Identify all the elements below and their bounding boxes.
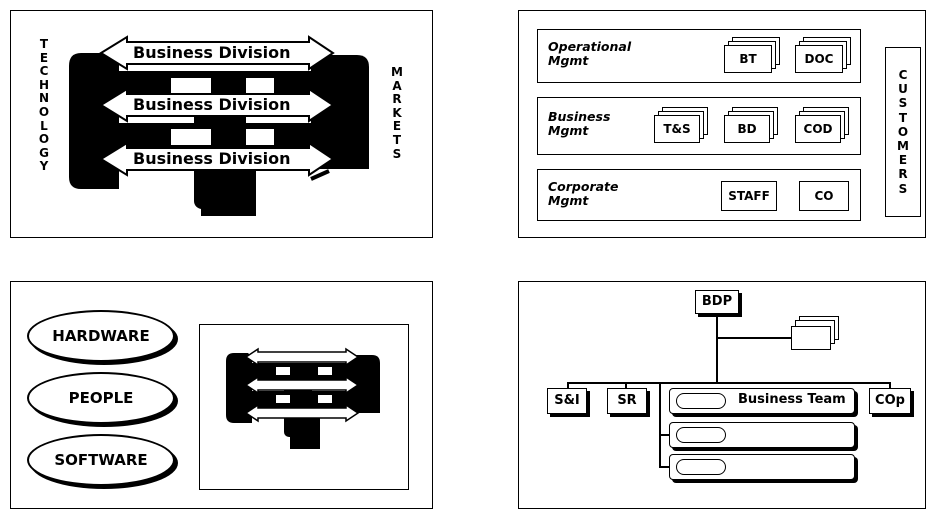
connector: [659, 382, 661, 468]
window: [171, 129, 211, 145]
software-oval: SOFTWARE: [27, 434, 175, 486]
division-label-2: Business Division: [133, 95, 291, 114]
mini-arrow-1: [246, 349, 358, 365]
team-capsule: [676, 427, 726, 443]
mini-band: [250, 363, 356, 381]
hardware-oval: HARDWARE: [27, 310, 175, 362]
business-team-label: Business Team: [738, 392, 846, 407]
mini-division-frame: [199, 324, 409, 490]
window: [171, 78, 211, 94]
team-bar: [669, 454, 855, 480]
team-capsule: [676, 393, 726, 409]
panel-business-divisions: TECHNOLOGY MARKETS Business Division Bus…: [10, 10, 433, 238]
customers-label: CUSTOMERS: [896, 68, 910, 196]
connector: [567, 382, 889, 384]
mini-arrow-2: [246, 377, 358, 393]
mini-window: [318, 367, 332, 375]
mini-window: [276, 395, 290, 403]
staff-box: STAFF: [721, 181, 777, 211]
si-box: S&I: [547, 388, 587, 414]
bdp-box: BDP: [695, 290, 739, 314]
mini-bottom-block: [290, 417, 320, 449]
division-label-3: Business Division: [133, 149, 291, 168]
mini-band: [250, 391, 356, 409]
window: [246, 78, 274, 94]
division-label-1: Business Division: [133, 43, 291, 62]
window: [246, 129, 274, 145]
mini-window: [318, 395, 332, 403]
project-box: [791, 326, 831, 350]
connector: [716, 337, 792, 339]
operational-mgmt-label: Operational Mgmt: [548, 40, 631, 68]
panel-management-levels: Operational Mgmt Business Mgmt Corporate…: [518, 10, 926, 238]
connector: [659, 466, 669, 468]
corporate-mgmt-label: Corporate Mgmt: [548, 180, 619, 208]
mini-window: [276, 367, 290, 375]
connector: [659, 434, 669, 436]
mini-arrow-3: [246, 405, 358, 421]
panel-resources: HARDWARE PEOPLE SOFTWARE: [10, 281, 433, 509]
panel-org-structure: BDP S&I SR Business Team COp: [518, 281, 926, 509]
sr-box: SR: [607, 388, 647, 414]
bt-box: BT: [724, 45, 772, 73]
cod-box: COD: [795, 115, 841, 143]
business-team-bar: Business Team: [669, 388, 855, 414]
mini-division-diagram: [200, 325, 408, 489]
ts-box: T&S: [654, 115, 700, 143]
people-oval: PEOPLE: [27, 372, 175, 424]
team-capsule: [676, 459, 726, 475]
cop-box: COp: [869, 388, 911, 414]
customers-column: CUSTOMERS: [885, 47, 921, 217]
bd-box: BD: [724, 115, 770, 143]
co-box: CO: [799, 181, 849, 211]
doc-box: DOC: [795, 45, 843, 73]
connector: [716, 312, 718, 382]
team-bar: [669, 422, 855, 448]
business-mgmt-label: Business Mgmt: [548, 110, 610, 138]
